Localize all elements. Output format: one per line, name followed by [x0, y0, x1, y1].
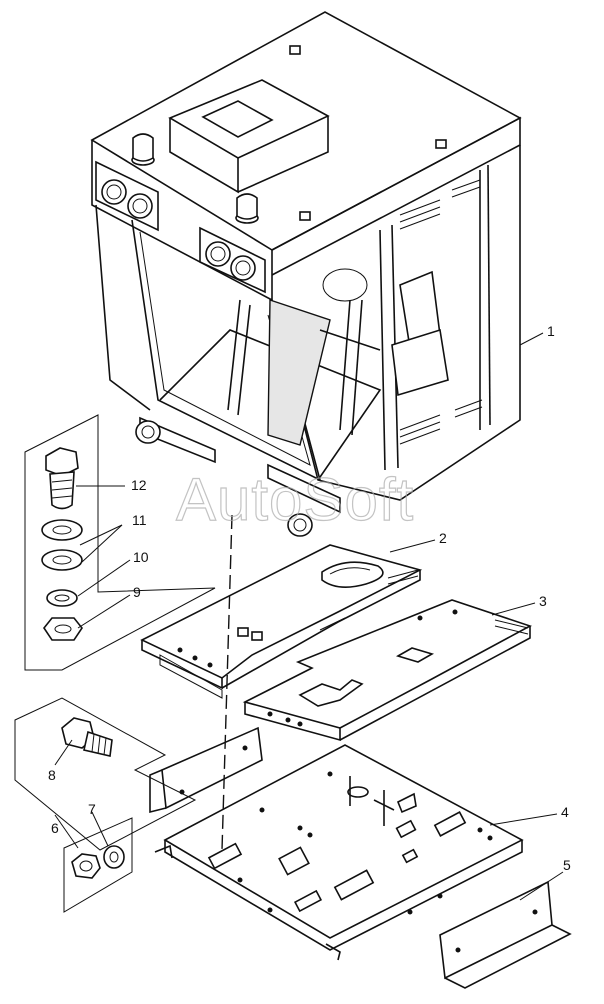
callout-9: 9 [133, 584, 141, 600]
fastener-group-9-12 [24, 414, 216, 671]
alignment-dashed-line [221, 514, 233, 851]
base-plate-4 [154, 744, 524, 961]
callout-11: 11 [132, 512, 147, 528]
callout-8: 8 [48, 767, 56, 783]
floor-panel-3 [242, 599, 533, 742]
callout-7: 7 [88, 801, 96, 817]
cab-assembly [90, 11, 522, 537]
callout-4: 4 [561, 804, 569, 820]
callout-6: 6 [51, 820, 59, 836]
angle-bracket-5 [439, 880, 572, 989]
callout-2: 2 [439, 530, 447, 546]
callout-3: 3 [539, 593, 547, 609]
callout-5: 5 [563, 857, 571, 873]
leader-lines [54, 332, 564, 901]
callout-10: 10 [133, 549, 149, 565]
callout-1: 1 [547, 323, 555, 339]
fastener-group-6-7 [63, 817, 133, 913]
floor-panel-2 [140, 544, 423, 699]
callout-12: 12 [131, 477, 147, 493]
watermark-text: AutoSoft [176, 466, 414, 533]
fastener-group-8 [14, 697, 197, 851]
mounting-bracket [149, 726, 263, 814]
